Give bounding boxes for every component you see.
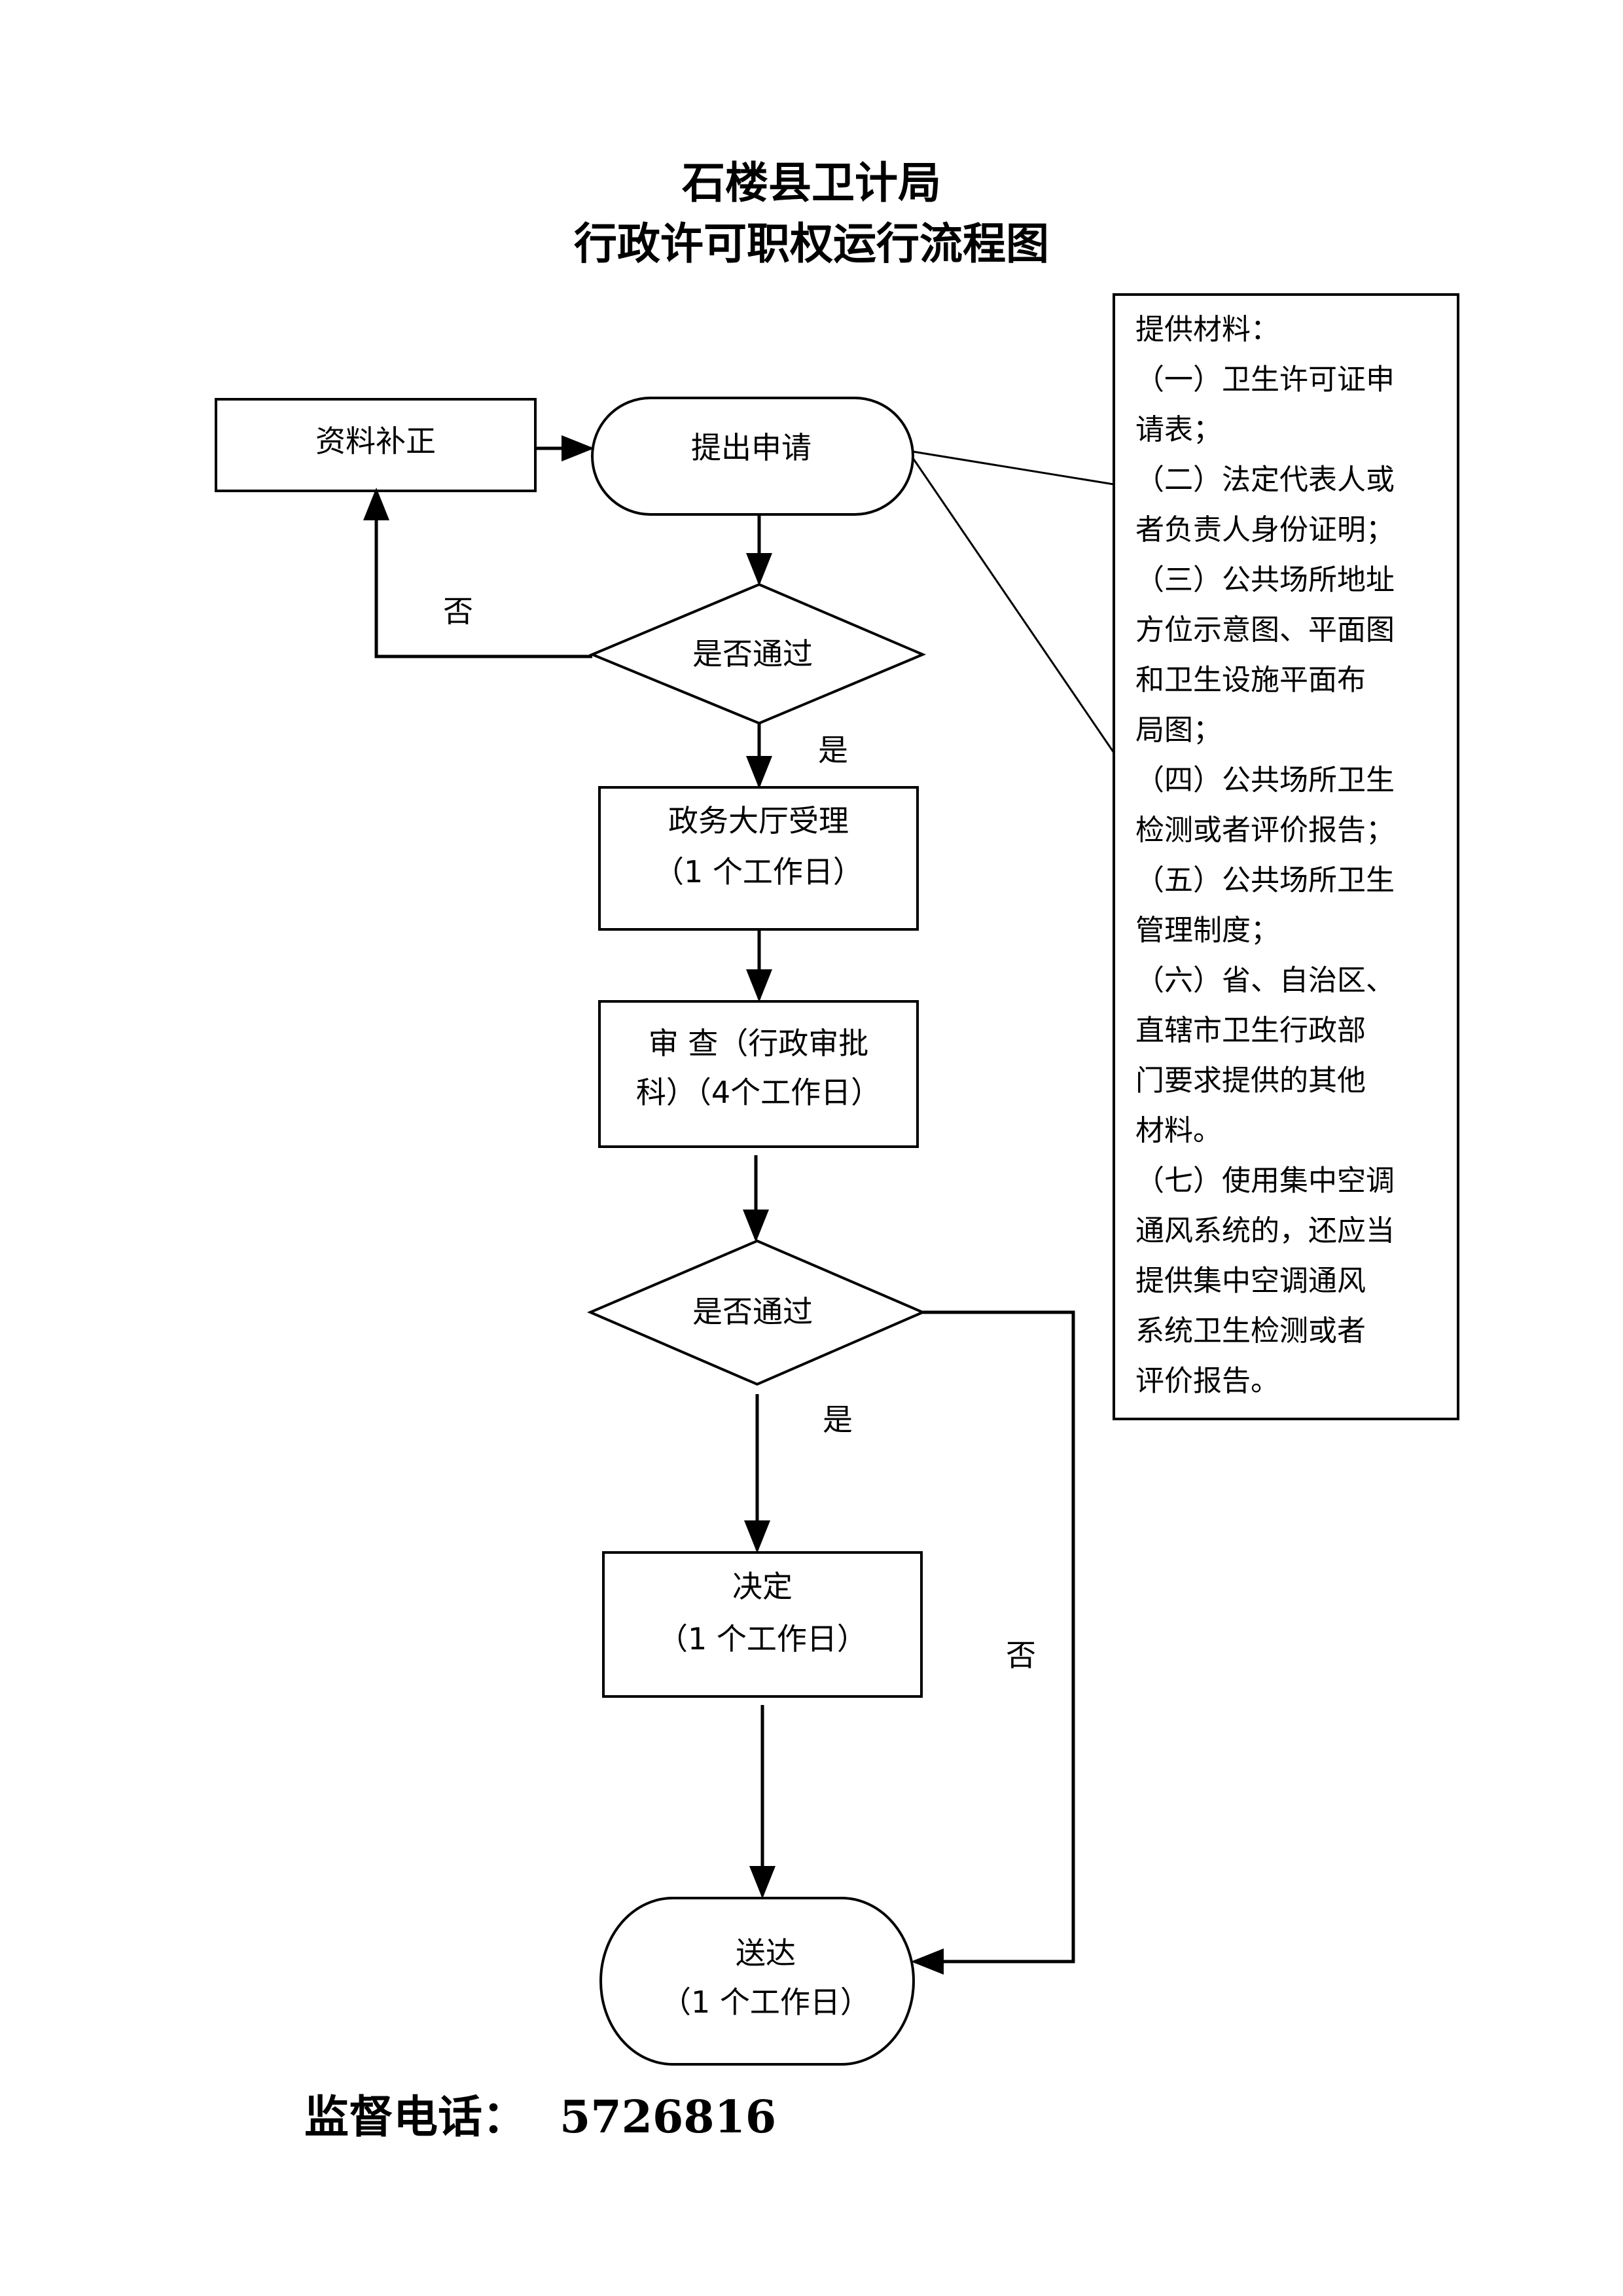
materials-line: 局图； — [1135, 713, 1222, 747]
materials-line: 材料。 — [1135, 1114, 1222, 1147]
materials-line: （五）公共场所卫生 — [1135, 864, 1395, 897]
materials-line: 提供材料： — [1135, 313, 1279, 346]
yes1-label: 是 — [818, 732, 848, 768]
review-box — [598, 1000, 919, 1148]
title-line1: 石楼县卫计局 — [682, 157, 941, 208]
materials-line: （四）公共场所卫生 — [1135, 764, 1395, 797]
materials-line: 系统卫生检测或者 — [1135, 1314, 1366, 1348]
materials-line: （七）使用集中空调 — [1135, 1164, 1395, 1198]
materials-line: 直辖市卫生行政部 — [1135, 1014, 1366, 1047]
no1-label: 否 — [443, 594, 473, 629]
review-line1: 审 查（行政审批 — [649, 1026, 869, 1061]
supplement-label: 资料补正 — [315, 423, 436, 459]
materials-line: 者负责人身份证明； — [1135, 513, 1395, 547]
hotline-label: 监督电话： — [304, 2091, 527, 2144]
materials-line: （二）法定代表人或 — [1135, 463, 1395, 497]
accept-line1: 政务大厅受理 — [668, 803, 849, 838]
check2-label: 是否通过 — [692, 1294, 813, 1329]
deliver-terminal — [599, 1897, 915, 2066]
materials-box — [1113, 293, 1459, 1420]
decide-box — [602, 1551, 923, 1698]
yes2-label: 是 — [823, 1402, 853, 1437]
materials-line: 通风系统的，还应当 — [1135, 1214, 1395, 1247]
materials-line: 请表； — [1135, 413, 1222, 446]
callout-line-lower — [912, 457, 1115, 753]
materials-line: 管理制度； — [1135, 914, 1279, 947]
materials-line: （一）卫生许可证申 — [1135, 363, 1395, 397]
decide-line1: 决定 — [732, 1569, 793, 1604]
materials-line: 检测或者评价报告； — [1135, 814, 1395, 847]
accept-line2: （1 个工作日） — [654, 854, 863, 889]
materials-line: 评价报告。 — [1135, 1365, 1279, 1398]
materials-line: 和卫生设施平面布 — [1135, 664, 1366, 697]
title-line2: 行政许可职权运行流程图 — [574, 218, 1049, 269]
deliver-line1: 送达 — [736, 1935, 796, 1971]
arrow-check1-no — [363, 488, 592, 658]
materials-line: 门要求提供的其他 — [1135, 1064, 1366, 1098]
materials-line: （六）省、自治区、 — [1135, 964, 1395, 997]
check1-label: 是否通过 — [692, 636, 813, 672]
review-line2: 科）（4个工作日） — [636, 1075, 881, 1110]
check2-diamond — [586, 1239, 927, 1386]
materials-line: 方位示意图、平面图 — [1135, 613, 1395, 647]
decide-line2: （1 个工作日） — [658, 1621, 867, 1657]
deliver-line2: （1 个工作日） — [661, 1984, 870, 2020]
arrow-check2-no — [911, 1310, 1075, 1975]
apply-label: 提出申请 — [691, 430, 812, 465]
no2-label: 否 — [1006, 1638, 1036, 1673]
materials-line: 提供集中空调通风 — [1135, 1265, 1366, 1298]
materials-line: （三）公共场所地址 — [1135, 564, 1395, 597]
callout-line-upper — [912, 450, 1115, 486]
hotline-number: 5726816 — [560, 2091, 776, 2144]
